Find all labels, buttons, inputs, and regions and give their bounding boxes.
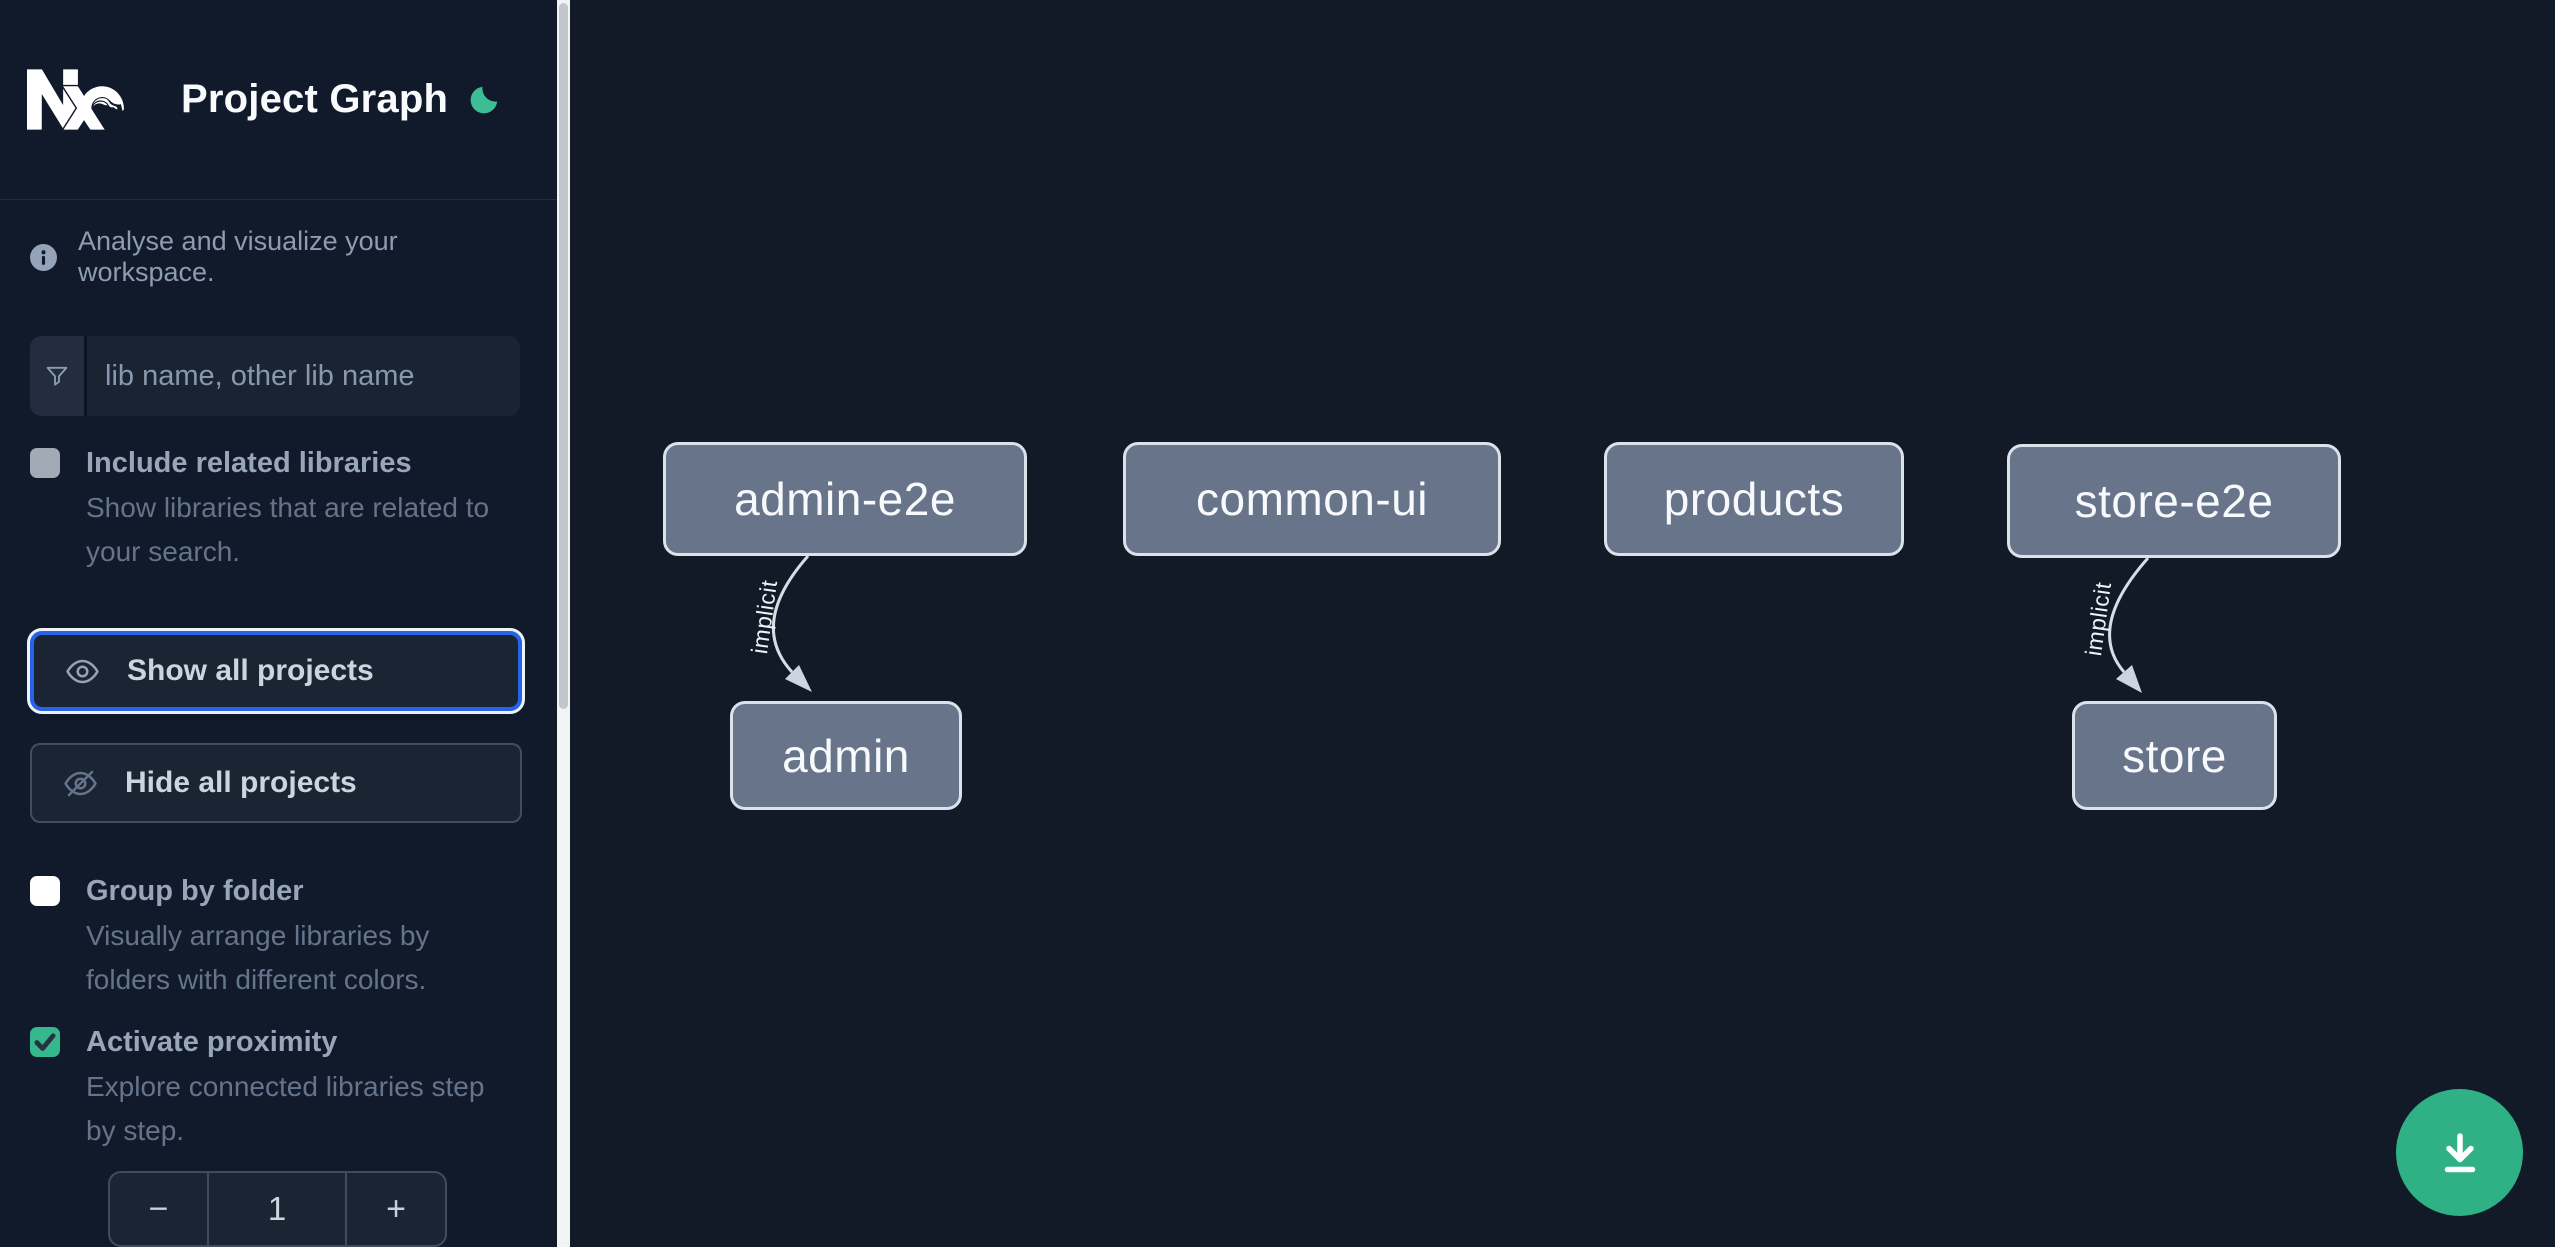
activate-proximity-description: Explore connected libraries step by step… [86,1071,485,1146]
edge-arrowhead [2116,665,2142,693]
show-all-projects-button[interactable]: Show all projects [27,628,525,714]
activate-proximity-label: Activate proximity [86,1026,338,1058]
info-icon [30,243,57,271]
nx-logo [27,69,124,130]
graph-node-admin-e2e[interactable]: admin-e2e [663,442,1027,556]
workspace-info-row: Analyse and visualize your workspace. [30,226,520,288]
graph-node-store[interactable]: store [2072,701,2277,810]
sidebar-body: Analyse and visualize your workspace. In… [0,226,557,1247]
group-by-folder-description: Visually arrange libraries by folders wi… [86,920,430,995]
include-related-option: Include related libraries Show libraries… [30,446,520,574]
sidebar-scrollbar [557,0,570,1247]
hide-all-projects-label: Hide all projects [125,766,357,799]
eye-icon [64,653,101,690]
graph-node-common-ui[interactable]: common-ui [1123,442,1501,556]
include-related-checkbox[interactable] [30,448,60,478]
group-by-folder-option: Group by folder Visually arrange librari… [30,874,520,1002]
include-related-description: Show libraries that are related to your … [86,492,490,567]
include-related-label: Include related libraries [86,447,412,479]
graph-node-store-e2e[interactable]: store-e2e [2007,444,2341,558]
group-by-folder-checkbox[interactable] [30,876,60,906]
edge-arrowhead [785,665,812,692]
sidebar-header: Project Graph [0,0,557,200]
sidebar-scrollbar-thumb[interactable] [559,3,568,709]
theme-toggle-button[interactable] [464,80,504,120]
increment-button[interactable]: + [345,1173,445,1245]
show-all-projects-label: Show all projects [127,654,374,687]
search-box [30,336,520,416]
group-by-folder-label: Group by folder [86,875,304,907]
activate-proximity-option: Activate proximity Explore connected lib… [30,1025,520,1153]
stepper-value[interactable]: 1 [207,1173,345,1245]
proximity-depth-stepper: − 1 + [108,1171,447,1247]
moon-icon [467,83,501,117]
graph-node-admin[interactable]: admin [730,701,962,810]
hide-all-projects-button[interactable]: Hide all projects [30,743,522,823]
eye-off-icon [62,765,99,802]
download-icon [2432,1125,2488,1181]
edge-admin-e2e-admin [771,555,810,674]
edge-store-e2e-store [2108,557,2150,673]
app-title: Project Graph [181,77,449,121]
workspace-subtitle: Analyse and visualize your workspace. [78,226,398,287]
download-image-button[interactable] [2396,1089,2523,1216]
activate-proximity-checkbox[interactable] [30,1027,60,1057]
graph-node-products[interactable]: products [1604,442,1904,556]
checkmark-icon [32,1029,58,1055]
search-input[interactable] [87,336,520,416]
sidebar: Project Graph Analyse and v [0,0,557,1247]
graph-canvas[interactable] [570,0,2555,1247]
filter-funnel-icon [30,336,87,416]
decrement-button[interactable]: − [110,1173,207,1245]
